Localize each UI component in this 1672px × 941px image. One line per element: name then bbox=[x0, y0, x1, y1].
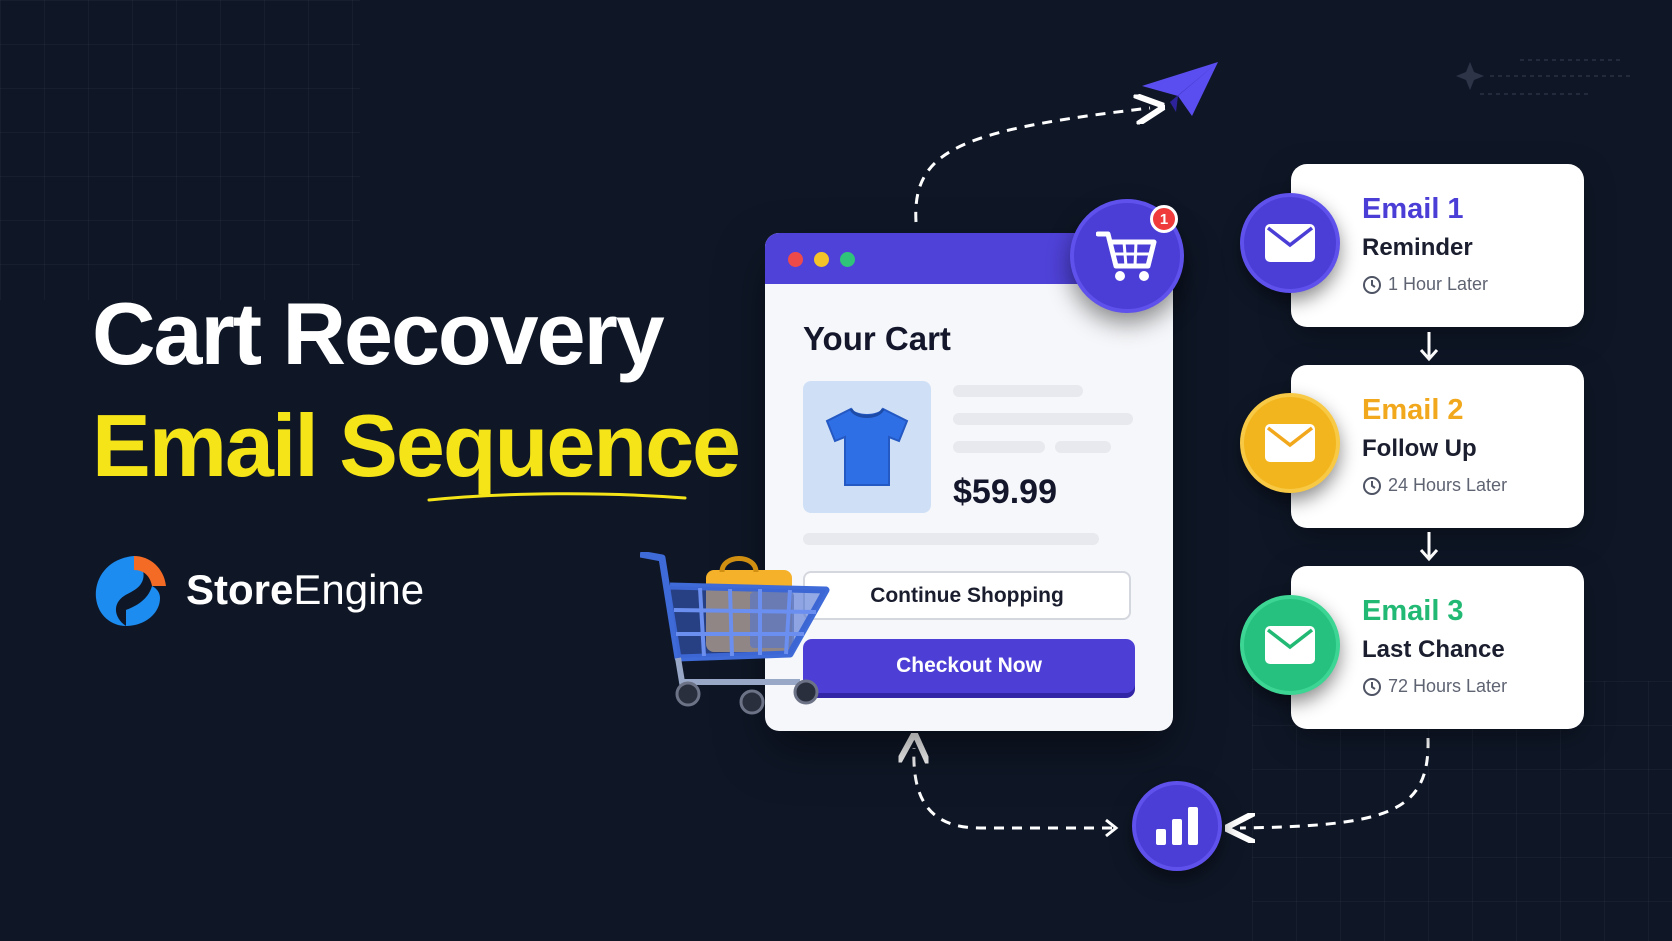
cart-notification-badge: 1 bbox=[1150, 205, 1178, 233]
headline-underline bbox=[427, 492, 687, 502]
cart-title: Your Cart bbox=[803, 320, 951, 357]
email-2-delay: 24 Hours Later bbox=[1362, 475, 1507, 496]
envelope-icon bbox=[1265, 626, 1315, 664]
tshirt-icon bbox=[825, 407, 909, 486]
email-3-delay-text: 72 Hours Later bbox=[1388, 676, 1508, 696]
clock-icon bbox=[1363, 275, 1381, 294]
email-3-subject: Last Chance bbox=[1362, 636, 1505, 663]
shopping-cart-icon bbox=[1096, 231, 1157, 281]
envelope-icon bbox=[1265, 424, 1315, 462]
brand: StoreEngine bbox=[90, 552, 424, 628]
window-minimize-dot[interactable] bbox=[814, 252, 829, 267]
clock-icon bbox=[1363, 476, 1381, 495]
product-price: $59.99 bbox=[953, 473, 1057, 511]
down-arrow-icon bbox=[1419, 332, 1439, 362]
brand-name-regular: Engine bbox=[293, 566, 425, 613]
continue-shopping-button[interactable]: Continue Shopping bbox=[803, 571, 1131, 620]
brand-name: StoreEngine bbox=[186, 566, 424, 614]
arrowhead-to-analytics bbox=[1105, 818, 1119, 838]
grid-background bbox=[0, 0, 360, 300]
headline-line-1: Cart Recovery bbox=[92, 284, 665, 383]
cart-badge[interactable] bbox=[1070, 199, 1184, 313]
skeleton-line bbox=[953, 441, 1045, 453]
down-arrow-icon bbox=[1419, 532, 1439, 562]
email-1-delay: 1 Hour Later bbox=[1362, 274, 1488, 295]
checkout-now-button[interactable]: Checkout Now bbox=[803, 639, 1135, 693]
email-2-subject: Follow Up bbox=[1362, 435, 1477, 462]
skeleton-line bbox=[953, 385, 1083, 397]
analytics-badge[interactable] bbox=[1132, 781, 1222, 871]
email-2-title: Email 2 bbox=[1362, 394, 1464, 426]
email-2-delay-text: 24 Hours Later bbox=[1388, 475, 1508, 495]
email-card-3[interactable]: Email 3 Last Chance 72 Hours Later bbox=[1291, 566, 1584, 729]
skeleton-line bbox=[803, 533, 1099, 545]
email-2-icon-circle bbox=[1240, 393, 1340, 493]
headline-line-2: Email Sequence bbox=[92, 396, 741, 495]
storeengine-logo-icon bbox=[95, 556, 166, 626]
sparkle-icon bbox=[1456, 62, 1484, 90]
email-1-icon-circle bbox=[1240, 193, 1340, 293]
headline: Cart Recovery Email Sequence bbox=[92, 284, 741, 502]
paper-plane-icon bbox=[1142, 62, 1218, 116]
bar-chart-icon bbox=[1156, 807, 1198, 845]
brand-name-bold: Store bbox=[186, 566, 294, 613]
window-maximize-dot[interactable] bbox=[840, 252, 855, 267]
skeleton-line bbox=[1055, 441, 1111, 453]
envelope-icon bbox=[1265, 224, 1315, 262]
email-3-title: Email 3 bbox=[1362, 595, 1464, 627]
shopping-cart-illustration bbox=[640, 552, 830, 715]
connector-analytics-to-cart bbox=[914, 748, 1112, 830]
email-1-subject: Reminder bbox=[1362, 234, 1473, 261]
email-3-icon-circle bbox=[1240, 595, 1340, 695]
clock-icon bbox=[1363, 677, 1381, 696]
email-1-title: Email 1 bbox=[1362, 193, 1464, 225]
email-3-delay: 72 Hours Later bbox=[1362, 676, 1507, 697]
email-1-delay-text: 1 Hour Later bbox=[1388, 274, 1489, 294]
product-thumbnail[interactable] bbox=[803, 381, 931, 513]
skeleton-line bbox=[953, 413, 1133, 425]
email-card-1[interactable]: Email 1 Reminder 1 Hour Later bbox=[1291, 164, 1584, 327]
window-close-dot[interactable] bbox=[788, 252, 803, 267]
